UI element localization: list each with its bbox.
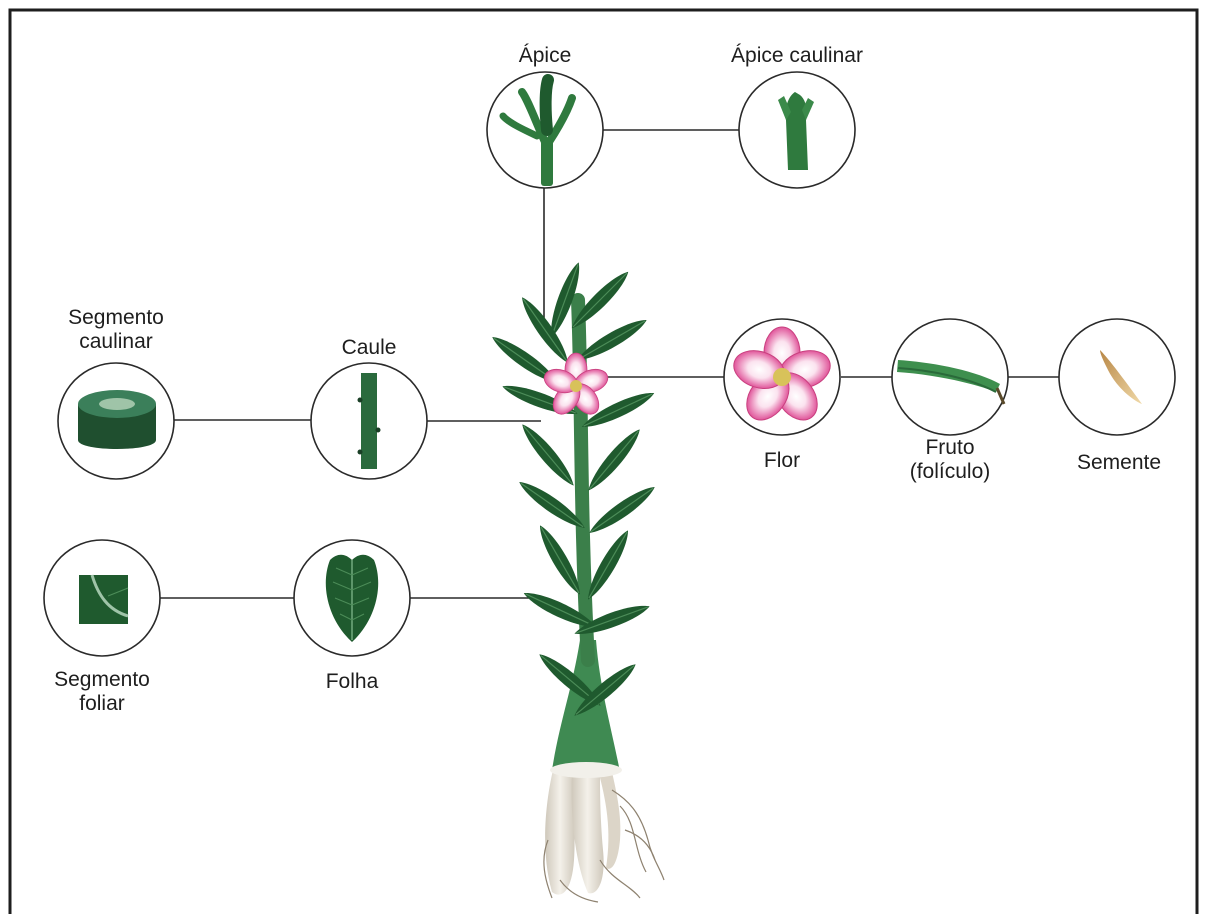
label-semente: Semente [1062, 451, 1176, 475]
label-segmento-caulinar: Segmento caulinar [46, 306, 186, 353]
segmento-caulinar-image [78, 390, 156, 449]
node-segmento-foliar [44, 540, 160, 656]
node-folha [294, 540, 410, 656]
node-semente [1059, 319, 1175, 435]
label-caule: Caule [314, 336, 424, 360]
label-segmento-foliar-line2: foliar [38, 692, 166, 716]
node-apice-caulinar [739, 72, 855, 188]
label-fruto-line2: (folículo) [890, 460, 1010, 484]
label-folha: Folha [302, 670, 402, 694]
node-segmento-caulinar [58, 363, 174, 479]
node-flor [724, 319, 840, 435]
node-apice [487, 72, 603, 188]
label-apice: Ápice [500, 44, 590, 68]
label-segmento-caulinar-line1: Segmento [46, 306, 186, 330]
desert-rose-plant-illustration [488, 260, 664, 902]
node-caule [311, 363, 427, 479]
segmento-foliar-image [79, 575, 128, 624]
label-segmento-foliar: Segmento foliar [38, 668, 166, 715]
label-fruto-line1: Fruto [890, 436, 1010, 460]
plant-roots [544, 770, 664, 902]
node-fruto [892, 319, 1008, 435]
label-fruto: Fruto (folículo) [890, 436, 1010, 483]
label-segmento-foliar-line1: Segmento [38, 668, 166, 692]
label-flor: Flor [737, 449, 827, 473]
label-segmento-caulinar-line2: caulinar [46, 330, 186, 354]
caudex-base [550, 762, 622, 778]
label-apice-caulinar: Ápice caulinar [714, 44, 880, 68]
